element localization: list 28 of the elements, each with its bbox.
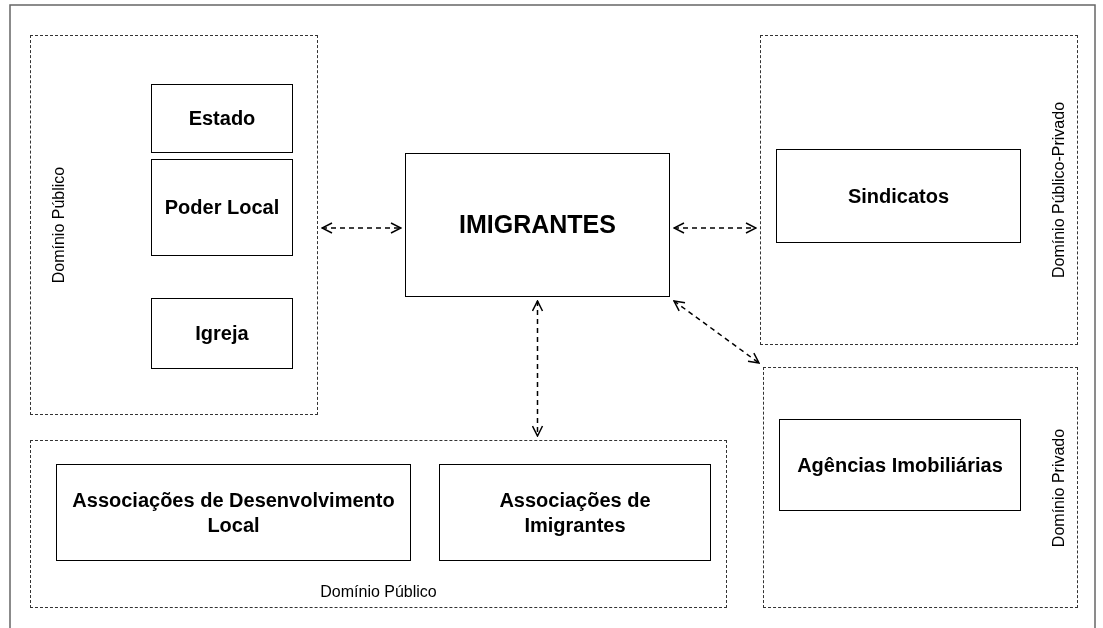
central-box xyxy=(405,153,670,297)
entity-box xyxy=(151,159,293,256)
entity-label: Igreja xyxy=(194,321,250,346)
domain-group-box xyxy=(30,35,318,415)
double-arrow xyxy=(673,222,757,234)
entity-label: Sindicatos xyxy=(846,183,951,209)
domain-group-box xyxy=(760,35,1078,345)
entity-box xyxy=(151,298,293,369)
domain-group-box xyxy=(30,440,727,608)
double-arrow xyxy=(531,300,544,437)
entity-box xyxy=(779,419,1021,511)
domain-label: Domínio Público xyxy=(320,583,437,601)
entity-box xyxy=(56,464,411,561)
entity-label: Estado xyxy=(187,106,257,131)
double-arrow xyxy=(321,222,402,234)
entity-box xyxy=(776,149,1021,243)
entity-label: Associações de Imigrantes xyxy=(498,487,652,538)
domain-label: Domínio Público-Privado xyxy=(1050,101,1068,279)
entity-box xyxy=(439,464,711,561)
entity-label: IMIGRANTES xyxy=(458,209,617,241)
entity-label: Poder Local xyxy=(163,195,281,220)
entity-label: Agências Imobiliárias xyxy=(796,452,1004,478)
entity-box xyxy=(151,84,293,153)
domain-label: Domínio Privado xyxy=(1050,428,1068,547)
entity-label: Associações de Desenvolvimento Local xyxy=(71,487,396,538)
double-arrow xyxy=(673,300,760,364)
domain-label: Domínio Público xyxy=(50,166,68,284)
domain-group-box xyxy=(763,367,1078,608)
